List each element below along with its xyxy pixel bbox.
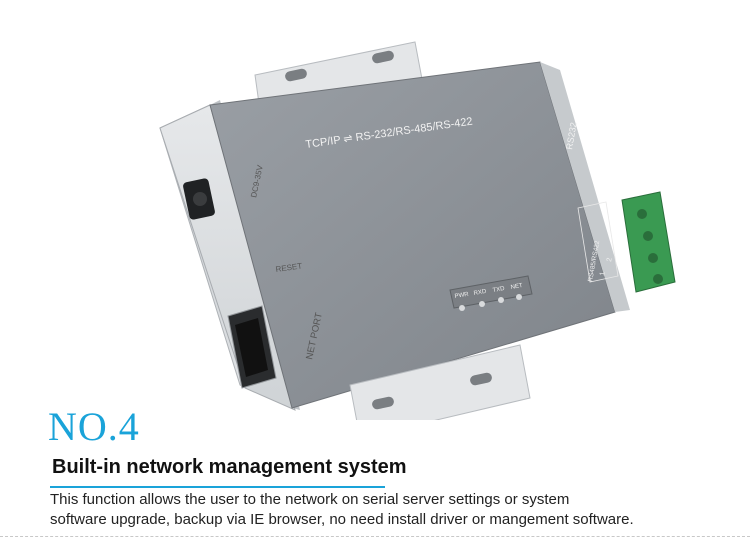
feature-title: Built-in network management system bbox=[52, 456, 407, 478]
case-right-side bbox=[540, 62, 630, 312]
description-line-2: software upgrade, backup via IE browser,… bbox=[50, 511, 634, 528]
led-label-txd: TXD bbox=[492, 286, 506, 294]
led-label-net: NET bbox=[510, 283, 523, 291]
led-rxd bbox=[479, 301, 485, 307]
title-underline bbox=[50, 486, 385, 488]
led-label-pwr: PWR bbox=[454, 292, 469, 300]
led-label-rxd: RXD bbox=[473, 289, 487, 297]
reset-label: RESET bbox=[275, 261, 303, 274]
serial-server-device: PWR RXD TXD NET RS485/RS422 1 2 TCP/IP ⇌… bbox=[159, 41, 676, 420]
led-panel: PWR RXD TXD NET bbox=[449, 275, 533, 311]
feature-number: NO.4 bbox=[48, 404, 140, 449]
led-net bbox=[516, 294, 522, 300]
feature-description: This function allows the user to the net… bbox=[50, 490, 740, 530]
terminal-label-1: 1 bbox=[599, 271, 607, 276]
rj45-port bbox=[227, 305, 277, 389]
terminal-block bbox=[621, 191, 676, 293]
led-txd bbox=[498, 297, 504, 303]
mounting-ear-bottom bbox=[349, 344, 531, 420]
description-line-1: This function allows the user to the net… bbox=[50, 491, 570, 508]
led-pwr bbox=[459, 305, 465, 311]
terminal-label-2: 2 bbox=[606, 257, 614, 262]
bottom-divider bbox=[0, 536, 750, 537]
power-jack bbox=[183, 178, 215, 220]
rs232-label: RS232 bbox=[564, 121, 579, 150]
